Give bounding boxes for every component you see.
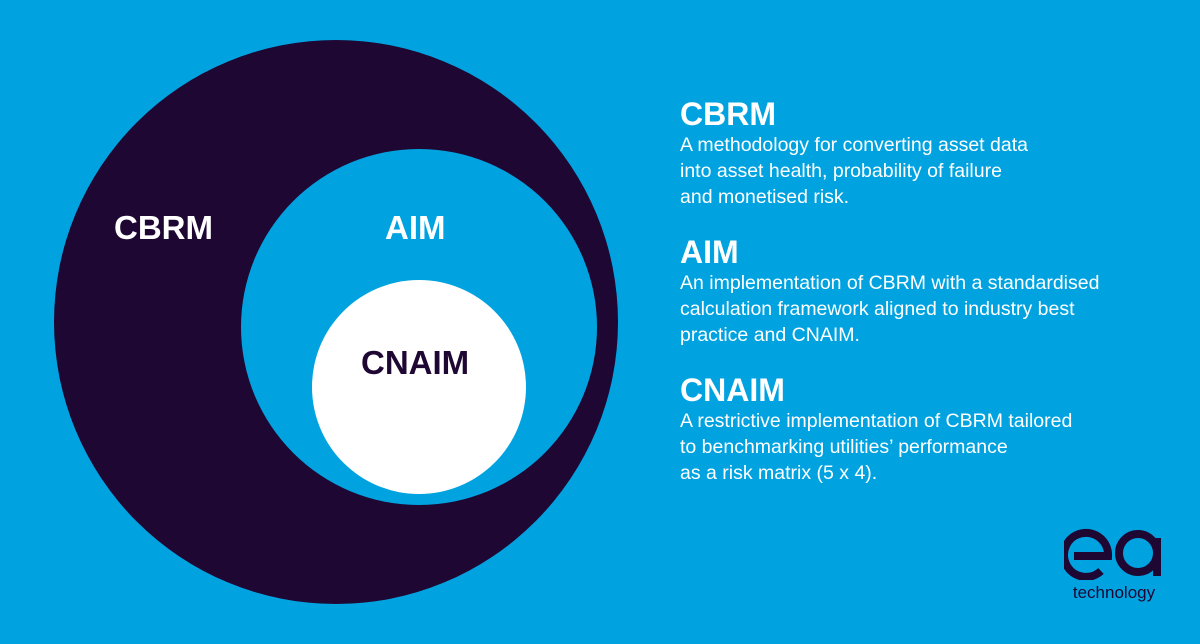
cbrm-circle-label: CBRM (114, 209, 213, 246)
logo-wordmark: technology (1072, 583, 1156, 602)
aim-definition-title: AIM (680, 234, 739, 270)
cbrm-definition-title: CBRM (680, 96, 776, 132)
cnaim-definition-text: A restrictive implementation of CBRM tai… (680, 408, 1180, 486)
aim-circle-label: AIM (385, 209, 446, 246)
cbrm-definition-text: A methodology for converting asset data … (680, 132, 1180, 210)
definition-line: and monetised risk. (680, 186, 850, 208)
definition-line: as a risk matrix (5 x 4). (680, 462, 878, 484)
definition-line: calculation framework aligned to industr… (680, 298, 1075, 320)
cnaim-definition: CNAIM A restrictive implementation of CB… (680, 372, 1180, 486)
cbrm-definition: CBRM A methodology for converting asset … (680, 96, 1180, 210)
cnaim-inner-circle (312, 280, 526, 494)
cnaim-circle-label: CNAIM (361, 344, 470, 381)
definition-line: An implementation of CBRM with a standar… (680, 272, 1100, 294)
aim-definition-text: An implementation of CBRM with a standar… (680, 270, 1180, 348)
definition-line: practice and CNAIM. (680, 324, 860, 346)
definition-line: into asset health, probability of failur… (680, 160, 1002, 182)
definition-line: to benchmarking utilities’ performance (680, 436, 1008, 458)
definition-line: A restrictive implementation of CBRM tai… (680, 410, 1073, 432)
ea-logo-mark-icon (1064, 528, 1161, 580)
cnaim-definition-title: CNAIM (680, 372, 785, 408)
definition-line: A methodology for converting asset data (680, 134, 1028, 156)
ea-technology-logo: technology (1062, 526, 1166, 608)
aim-definition: AIM An implementation of CBRM with a sta… (680, 234, 1180, 348)
